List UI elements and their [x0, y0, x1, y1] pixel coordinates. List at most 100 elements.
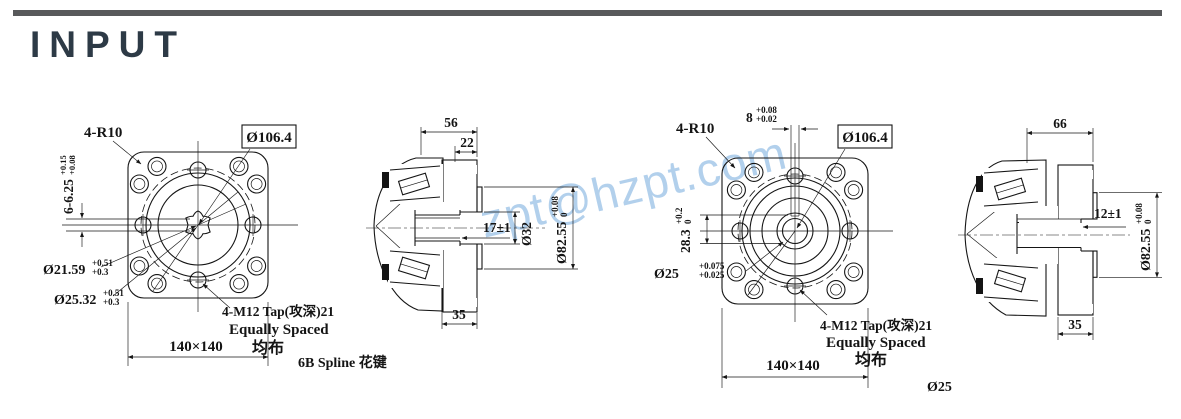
- bore-depth-dim: 17±1: [461, 220, 511, 240]
- depth-total-dim: 56: [420, 115, 478, 157]
- flange-outline: [127, 151, 269, 299]
- hole-dim-label: 6-6.25: [61, 179, 76, 214]
- bore-depth-label: 12±1: [1094, 206, 1122, 221]
- seal-bottom: [382, 264, 389, 280]
- bolt-counterbore-top: [456, 165, 477, 174]
- depth-total-label: 66: [1053, 116, 1067, 131]
- tap-holes: [134, 161, 262, 289]
- bore-depth-label: 17±1: [483, 220, 511, 235]
- square-dim-label: 140×140: [169, 339, 223, 355]
- seal-top: [382, 172, 389, 188]
- hub-length-label: 35: [452, 307, 466, 322]
- spigot-dia-label: Ø82.55: [1139, 229, 1154, 271]
- tap-note-2: Equally Spaced: [229, 322, 329, 338]
- hub-outer-circle: [761, 197, 829, 265]
- depth-total-dim: 66: [1026, 116, 1094, 163]
- corner-holes: [129, 156, 267, 294]
- hole-dimension: 6-6.25 +0.15 +0.08: [58, 155, 190, 247]
- spigot-dia-sup: +0.08: [550, 196, 560, 217]
- corner-radius-leader: [705, 136, 736, 169]
- hub-circle: [776, 212, 814, 250]
- corner-radius-label: 4-R10: [676, 121, 714, 137]
- right-front-view: 8 +0.08 +0.02 4-R10 Ø106.4 28.3: [654, 105, 952, 395]
- shaft-note: Ø25: [927, 380, 952, 395]
- accent-bar: [13, 10, 1162, 16]
- keyway-width-label: 8: [746, 110, 753, 125]
- tap-note-1: 4-M12 Tap(攻深)21: [820, 317, 932, 333]
- keyway-depth-sub: 0: [683, 219, 693, 224]
- pilot-diameter-callout: Ø106.4: [747, 124, 893, 296]
- corner-radius-label: 4-R10: [84, 125, 122, 141]
- hub-length-label: 35: [1068, 317, 1082, 332]
- spline-minor-sup: +0.51: [92, 258, 113, 268]
- depth-total-label: 56: [444, 115, 458, 130]
- spigot-dia-dim: Ø82.55 +0.08 0: [1099, 192, 1162, 278]
- pilot-diameter-label: Ø106.4: [842, 130, 888, 146]
- spigot-dia-sup: +0.08: [1134, 203, 1144, 224]
- bore-dia-label: Ø32: [519, 222, 534, 246]
- square-dim-label: 140×140: [766, 358, 820, 374]
- spline-minor-label: Ø21.59: [43, 263, 85, 278]
- bore-dia-sup: +0.075: [699, 261, 725, 271]
- keyway-width-sup: +0.08: [756, 105, 777, 115]
- spline-major-sup: +0.51: [103, 288, 124, 298]
- bore-dia-dim: Ø32: [484, 211, 534, 246]
- bearing-housing-circle: [749, 185, 841, 277]
- tap-holes: [731, 167, 859, 295]
- keyway-depth-label: 28.3: [678, 229, 693, 253]
- bearing-top: [382, 164, 443, 204]
- bore-circle: [781, 217, 809, 245]
- bearing-top: [976, 168, 1040, 212]
- hub-length-dim: 35: [1057, 317, 1094, 340]
- pilot-diameter-label: Ø106.4: [246, 130, 292, 146]
- tap-note-2: Equally Spaced: [826, 335, 926, 351]
- bearing-bottom: [382, 248, 443, 288]
- cavity-wedge: [967, 207, 998, 261]
- cavity-wedge: [376, 200, 402, 252]
- spline-minor-sub: +0.3: [92, 267, 109, 277]
- tap-callout: 4-M12 Tap(攻深)21 Equally Spaced 均布: [202, 283, 334, 357]
- bore-dia-label: Ø25: [654, 267, 679, 282]
- keyway-width-sub: +0.02: [756, 114, 777, 124]
- square-dimension: 140×140: [127, 302, 269, 366]
- spigot-dia-sub: 0: [559, 212, 569, 217]
- keyway-depth-sup: +0.2: [674, 207, 684, 224]
- spigot-top: [476, 186, 483, 213]
- tap-callout: 4-M12 Tap(攻深)21 Equally Spaced 均布: [799, 289, 932, 369]
- bearing-bottom: [976, 258, 1040, 302]
- spline-minor-callout: Ø21.59 +0.51 +0.3: [43, 203, 247, 278]
- bolt-counterbore-bottom: [1071, 304, 1093, 313]
- bolt-counterbore-top: [1071, 170, 1093, 179]
- tap-note-3: 均布: [855, 350, 887, 369]
- spigot-bottom: [1092, 250, 1098, 278]
- page-title: INPUT: [30, 24, 186, 65]
- spigot-dia-dim: Ø82.55 +0.08 0: [484, 186, 578, 270]
- spigot-bottom: [476, 243, 483, 270]
- bolt-circle: [737, 173, 853, 289]
- spline-major-label: Ø25.32: [54, 293, 96, 308]
- spigot-dia-label: Ø82.55: [555, 222, 570, 264]
- bolt-counterbore-bottom: [456, 298, 477, 307]
- right-section-view: 66 12±1 Ø82.55 +0.08 0 35: [958, 116, 1162, 340]
- depth-step-label: 22: [460, 135, 474, 150]
- left-section-view: 56 22 17±1 Ø32: [366, 115, 578, 329]
- depth-step-dim: 22: [454, 135, 478, 162]
- tap-note-1: 4-M12 Tap(攻深)21: [222, 303, 334, 319]
- spline-note: 6B Spline 花键: [298, 354, 388, 371]
- bore-depth-dim: 12±1: [1082, 206, 1126, 229]
- pilot-diameter-callout: Ø106.4: [152, 124, 297, 292]
- seal-bottom: [976, 278, 983, 294]
- spline-major-sub: +0.3: [103, 297, 120, 307]
- corner-holes: [726, 162, 864, 300]
- pilot-circle: [145, 172, 251, 278]
- pilot-circle: [741, 177, 849, 285]
- bore-circle: [157, 184, 239, 266]
- keyway-width-dim: 8 +0.08 +0.02: [746, 105, 818, 131]
- spigot-dia-sub: 0: [1143, 219, 1153, 224]
- bore-dia-callout: Ø25 +0.075 +0.025: [654, 241, 784, 282]
- hole-dim-sup: +0.15: [58, 155, 68, 175]
- bolt-circle: [140, 167, 256, 283]
- left-front-view: 6-6.25 +0.15 +0.08 4-R10 Ø106.4 Ø21.59 +: [43, 124, 388, 371]
